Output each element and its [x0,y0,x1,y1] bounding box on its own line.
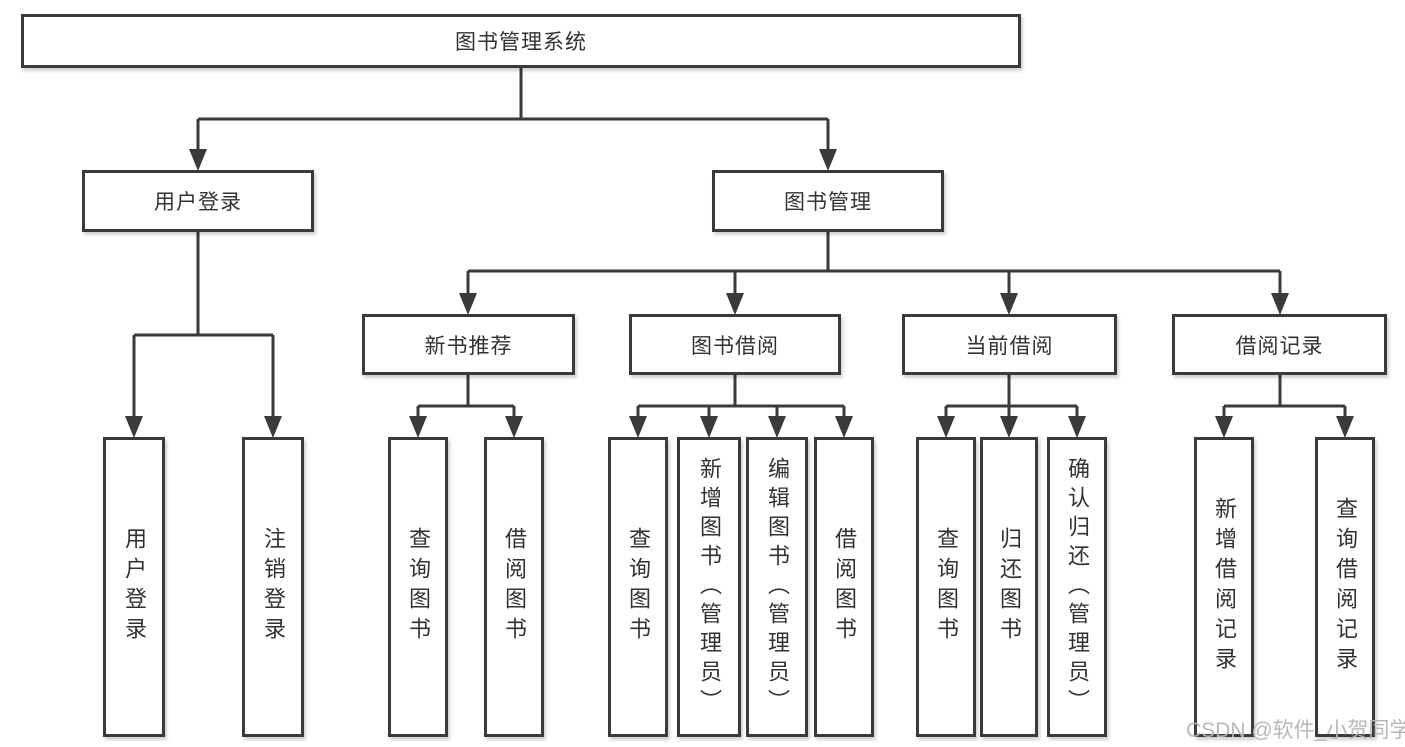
watermark-text: CSDN @软件_小贺同学 [1186,719,1405,742]
node-new-book-recommend: 新书推荐 [362,314,575,375]
node-root: 图书管理系统 [21,14,1021,68]
arrow-current-borrow [1000,293,1018,315]
edge-root-to-level2 [196,68,830,150]
arrow-new-book-recommend [459,293,477,315]
arrow-current-query-book [937,416,955,438]
arrow-leaf-login [125,416,143,438]
leaf-current-query-book: 查询图书 [916,437,976,737]
node-user-login: 用户登录 [82,170,314,232]
node-book-borrow: 图书借阅 [629,314,841,375]
arrow-record-query-record [1336,416,1354,438]
edge-borrow-record-children [1222,375,1347,417]
arrow-user-login [189,149,207,171]
leaf-borrow-query-book: 查询图书 [608,437,668,737]
edge-current-borrow-children [944,375,1079,417]
leaf-borrow-add-book: 新增图书（管理员） [677,437,741,737]
arrow-borrow-borrow-book [835,416,853,438]
leaf-record-add-record: 新增借阅记录 [1194,437,1254,737]
node-book-management: 图书管理 [712,170,944,232]
leaf-rec-query-book: 查询图书 [388,437,448,737]
arrow-book-borrow [726,293,744,315]
node-borrow-record: 借阅记录 [1172,314,1387,375]
edge-book-management-children [466,232,1282,294]
leaf-logout: 注销登录 [242,437,304,737]
leaf-current-confirm-return: 确认归还（管理员） [1047,437,1107,737]
arrow-rec-query-book [409,416,427,438]
arrow-current-return-book [1000,416,1018,438]
arrow-leaf-logout [264,416,282,438]
edge-new-book-recommend-children [416,375,516,417]
leaf-current-return-book: 归还图书 [980,437,1038,737]
node-current-borrow: 当前借阅 [902,314,1117,375]
leaf-rec-borrow-book: 借阅图书 [484,437,544,737]
arrow-current-confirm-return [1068,416,1086,438]
arrow-borrow-query-book [629,416,647,438]
arrow-rec-borrow-book [505,416,523,438]
leaf-borrow-edit-book: 编辑图书（管理员） [746,437,808,737]
arrow-borrow-record [1271,293,1289,315]
edge-book-borrow-children [636,375,846,417]
arrow-borrow-add-book [700,416,718,438]
leaf-user-login: 用户登录 [103,437,165,737]
edge-user-login-children [132,232,275,417]
leaf-borrow-borrow-book: 借阅图书 [814,437,874,737]
arrow-record-add-record [1215,416,1233,438]
arrow-book-management [819,149,837,171]
leaf-record-query-record: 查询借阅记录 [1315,437,1375,737]
arrow-borrow-edit-book [768,416,786,438]
